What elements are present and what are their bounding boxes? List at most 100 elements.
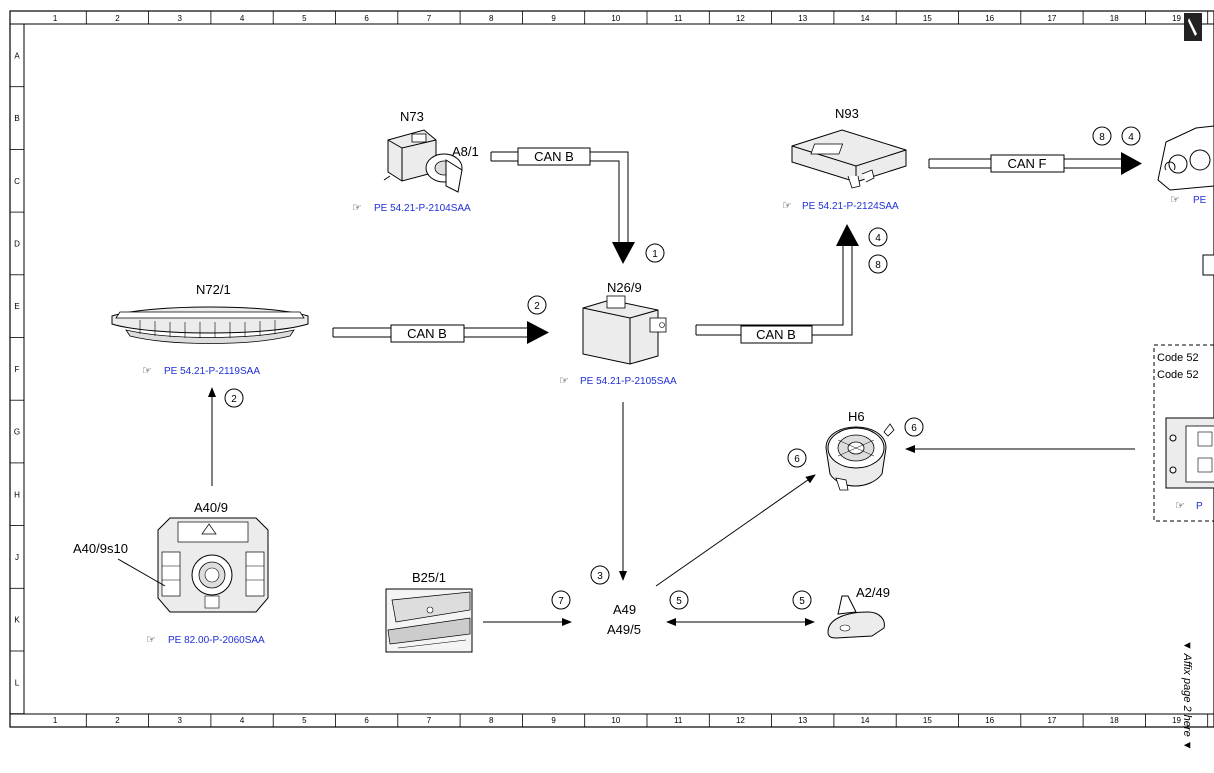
hand-pointer-icon: ☞ [146,634,156,646]
step-6-a49: 6 [794,454,800,465]
grid-row-D: D [14,239,20,248]
label-n72-1: N72/1 [196,282,231,297]
step-circles: 1 2 2 3 4 4 5 5 6 6 7 8 8 [224,126,1141,610]
grid-row-H: H [14,490,20,499]
grid-col-1: 1 [53,716,58,725]
grid-col-14: 14 [861,14,870,23]
grid-row-labels: A B C D E F G H J K L [10,51,24,715]
ref-a40-9[interactable]: PE 82.00-P-2060SAA [168,635,265,646]
code-line-1: Code 52 [1157,352,1199,364]
can-b-line-n73 [490,151,635,264]
step-1: 1 [652,249,658,260]
grid-col-10: 10 [611,14,620,23]
bus-label-can-f: CAN F [1008,156,1047,171]
ref-cluster[interactable]: PE [1193,195,1207,206]
antenna-icon [827,595,885,639]
grid-col-18: 18 [1110,14,1119,23]
label-n93: N93 [835,106,859,121]
pen-icon [1184,13,1202,41]
grid-row-F: F [15,365,20,374]
grid-col-9: 9 [551,716,556,725]
label-a49: A49 [613,602,636,617]
label-a40-9s10: A40/9s10 [73,541,128,556]
grid-row-J: J [15,553,19,562]
bus-box-can-f [990,154,1065,173]
hand-pointer-icon: ☞ [1175,500,1185,512]
grid-col-15: 15 [923,14,932,23]
ref-n93[interactable]: PE 54.21-P-2124SAA [802,201,899,212]
grid-col-4: 4 [240,716,245,725]
line-a49-to-h6 [655,474,816,587]
step-5-a49: 5 [676,596,682,607]
grid-row-A: A [14,51,20,60]
reference-link-n73[interactable]: ☞ PE 54.21-P-2104SAA [352,202,471,214]
grid-col-8: 8 [489,716,494,725]
label-b25-1: B25/1 [412,570,446,585]
step-3: 3 [597,571,603,582]
grid-col-6: 6 [364,716,369,725]
reference-link-code-box[interactable]: ☞ P [1175,500,1203,512]
reference-link-n26-9[interactable]: ☞ PE 54.21-P-2105SAA [559,375,677,387]
grid-col-3: 3 [178,716,183,725]
reference-link-n72-1[interactable]: ☞ PE 54.21-P-2119SAA [142,365,260,377]
grid-col-11: 11 [674,716,683,725]
control-unit-a40-icon [157,517,269,613]
grid-col-13: 13 [798,14,807,23]
label-h6: H6 [848,409,865,424]
grid-col-6: 6 [364,14,369,23]
ignition-switch-icon [383,129,463,193]
grid-col-17: 17 [1047,716,1056,725]
grid-col-18: 18 [1110,716,1119,725]
grid-col-12: 12 [736,716,745,725]
label-a40-9: A40/9 [194,500,228,515]
cut-box [1202,254,1214,276]
code-line-2: Code 52 [1157,369,1199,381]
grid-col-9: 9 [551,14,556,23]
step-8-can-f: 8 [1099,132,1105,143]
affix-note: ▼ Affix page 2 here ▼ [1181,640,1193,751]
grid-col-10: 10 [611,716,620,725]
grid-row-G: G [14,428,20,437]
instrument-cluster-icon [1157,125,1214,191]
grid-col-11: 11 [674,14,683,23]
grid-col-12: 12 [736,14,745,23]
step-2-can: 2 [534,301,540,312]
grid-col-3: 3 [178,14,183,23]
grid-col-5: 5 [302,14,307,23]
grid-row-C: C [14,177,20,186]
grid-row-L: L [15,678,20,687]
reference-link-n93[interactable]: ☞ PE 54.21-P-2124SAA [782,200,899,212]
step-8-n93: 8 [875,260,881,271]
ref-n72-1[interactable]: PE 54.21-P-2119SAA [164,366,260,377]
hand-pointer-icon: ☞ [559,375,569,387]
grid-col-8: 8 [489,14,494,23]
ref-code-box[interactable]: P [1196,501,1203,512]
grid-row-K: K [14,616,20,625]
code-box [1153,344,1214,522]
grid-col-17: 17 [1047,14,1056,23]
grid-row-B: B [14,114,19,123]
label-n26-9: N26/9 [607,280,642,295]
hand-pointer-icon: ☞ [142,365,152,377]
step-5-a2: 5 [799,596,805,607]
reference-link-a40-9[interactable]: ☞ PE 82.00-P-2060SAA [146,634,265,646]
grid-row-E: E [14,302,19,311]
grid-col-19: 19 [1172,14,1181,23]
grid-col-7: 7 [427,716,432,725]
grid-col-15: 15 [923,716,932,725]
bus-label-n73: CAN B [534,149,574,164]
can-b-line-n26-to-n93 [695,224,859,336]
label-a2-49: A2/49 [856,585,890,600]
reference-link-cluster[interactable]: ☞ PE [1170,194,1207,206]
bus-label-n26: CAN B [756,327,796,342]
step-7: 7 [558,596,564,607]
ref-n73[interactable]: PE 54.21-P-2104SAA [374,203,471,214]
grid-col-16: 16 [985,716,994,725]
grid-col-1: 1 [53,14,58,23]
ref-n26-9[interactable]: PE 54.21-P-2105SAA [580,376,677,387]
module-unit-icon [1165,417,1214,489]
bus-box-n73 [517,147,591,166]
